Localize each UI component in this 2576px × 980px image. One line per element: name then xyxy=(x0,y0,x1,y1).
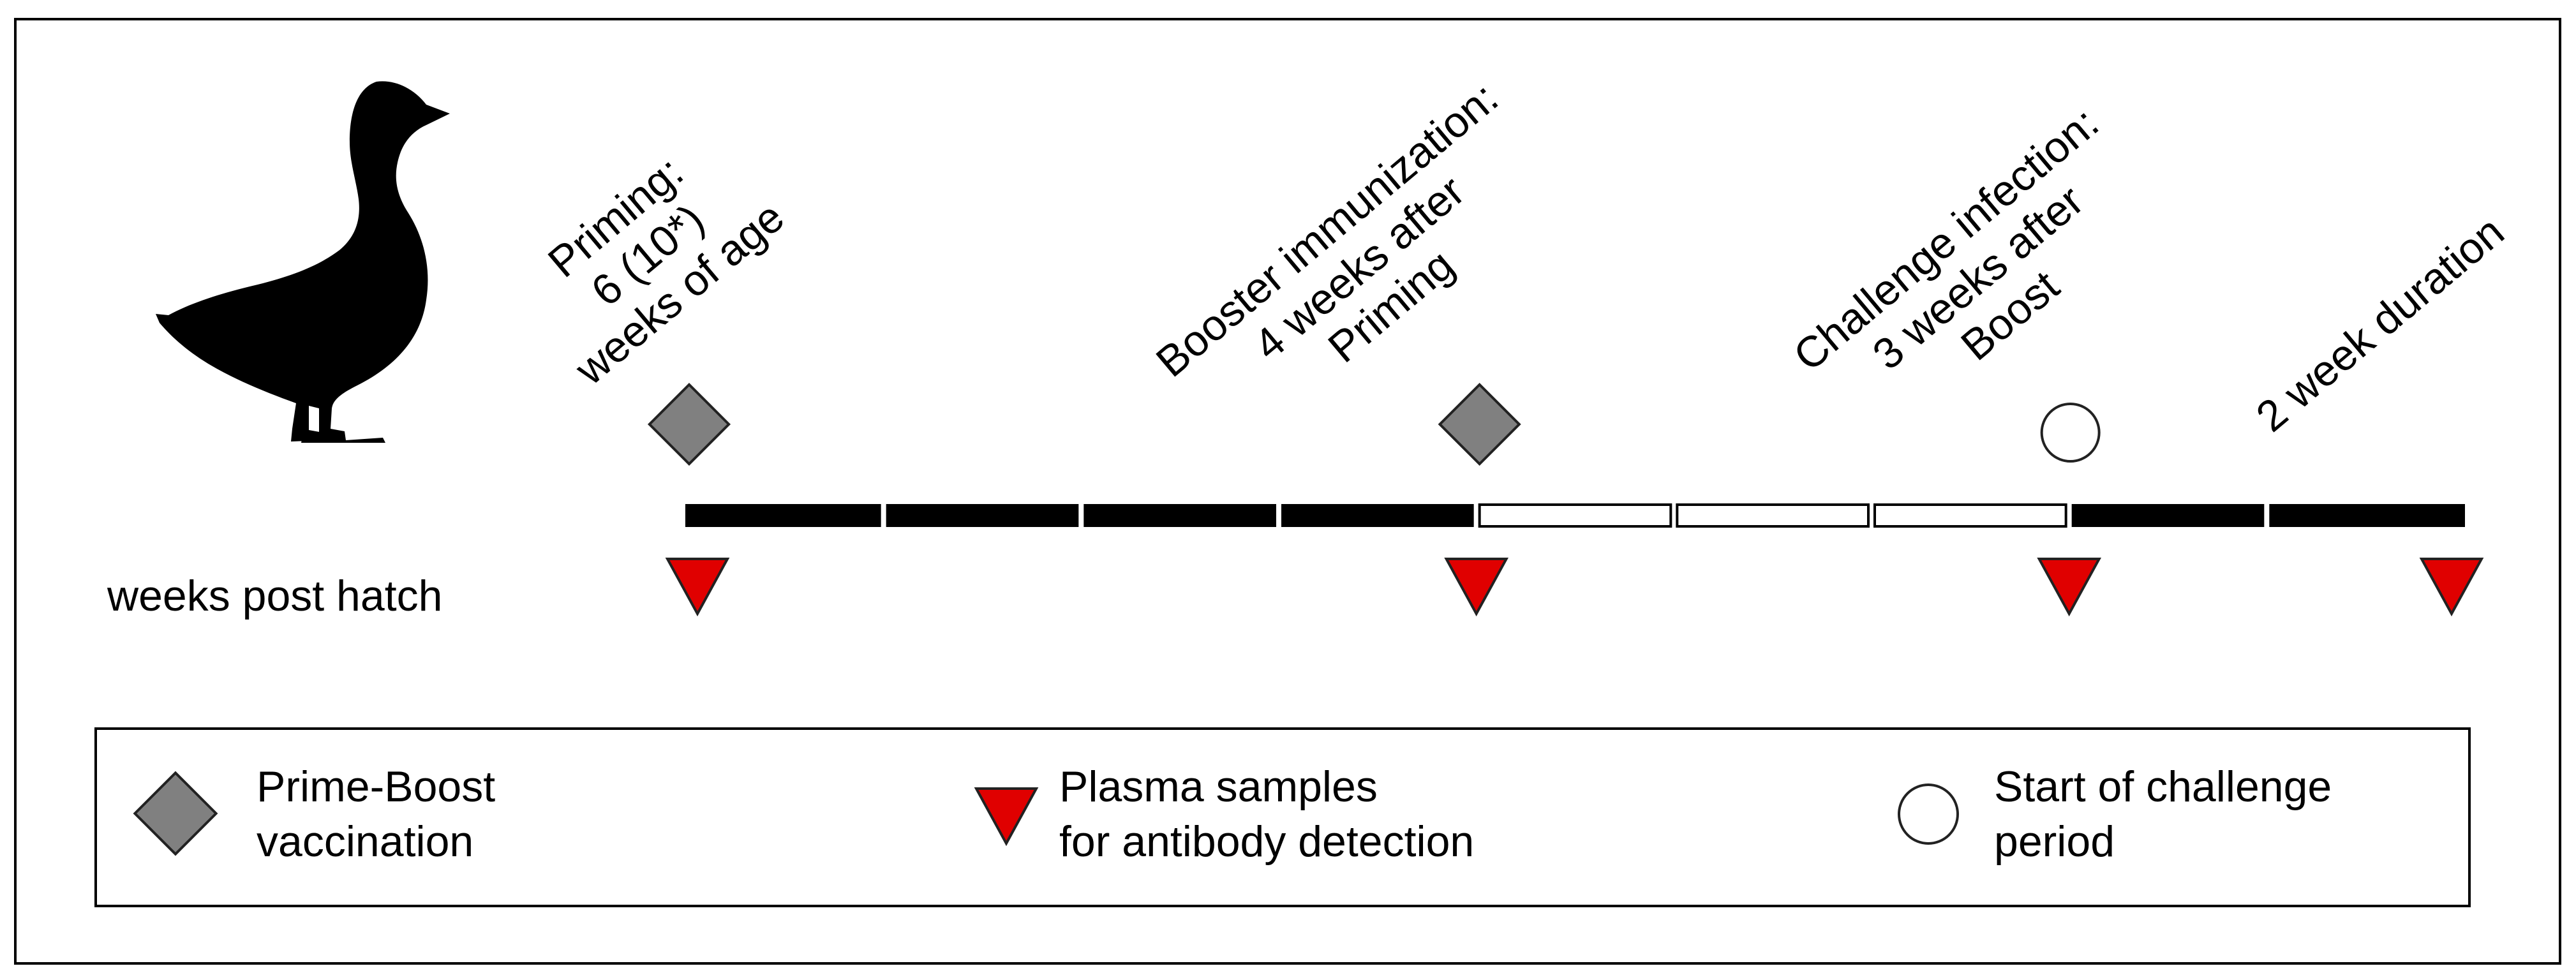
plasma-sample-triangle-icon-2 xyxy=(1444,558,1509,617)
goose-icon xyxy=(156,81,450,443)
legend-vaccination-line-1: Prime-Boost xyxy=(257,762,496,811)
outer-frame xyxy=(14,18,2561,965)
challenge-start-circle-icon xyxy=(2040,403,2101,463)
legend-red-triangle-icon xyxy=(974,787,1039,847)
timeline-segment-3 xyxy=(1083,504,1277,527)
legend-vaccination-line-2: vaccination xyxy=(257,817,474,866)
plasma-sample-triangle-icon-3 xyxy=(2037,558,2102,617)
legend-challenge-label: Start of challenge period xyxy=(1994,759,2332,869)
legend-plasma-label: Plasma samples for antibody detection xyxy=(1059,759,1474,869)
timeline-segment-5 xyxy=(1478,503,1672,528)
timeline-markers xyxy=(647,382,2484,617)
timeline-segment-6 xyxy=(1676,503,1870,528)
plasma-sample-triangle-icon-4 xyxy=(2419,558,2484,617)
legend-circle-icon xyxy=(1898,783,1959,845)
legend-box xyxy=(94,727,2471,907)
legend-challenge-line-2: period xyxy=(1994,817,2115,866)
timeline-segment-7 xyxy=(1873,503,2067,528)
legend-plasma-line-1: Plasma samples xyxy=(1059,762,1378,811)
legend-diamond-icon xyxy=(133,771,218,856)
legend-plasma-line-2: for antibody detection xyxy=(1059,817,1475,866)
legend-vaccination-label: Prime-Boost vaccination xyxy=(257,759,495,869)
timeline-segment-4 xyxy=(1281,504,1474,527)
vaccination-diamond-icon-1 xyxy=(647,382,731,466)
legend-challenge-line-1: Start of challenge xyxy=(1994,762,2332,811)
timeline-segment-1 xyxy=(685,504,881,527)
axis-label: weeks post hatch xyxy=(107,572,443,620)
timeline-segment-2 xyxy=(886,504,1079,527)
timeline xyxy=(685,503,2465,528)
vaccination-diamond-icon-2 xyxy=(1438,382,1521,466)
plasma-sample-triangle-icon-1 xyxy=(665,558,730,617)
timeline-segment-9 xyxy=(2269,504,2465,527)
timeline-segment-8 xyxy=(2071,504,2265,527)
